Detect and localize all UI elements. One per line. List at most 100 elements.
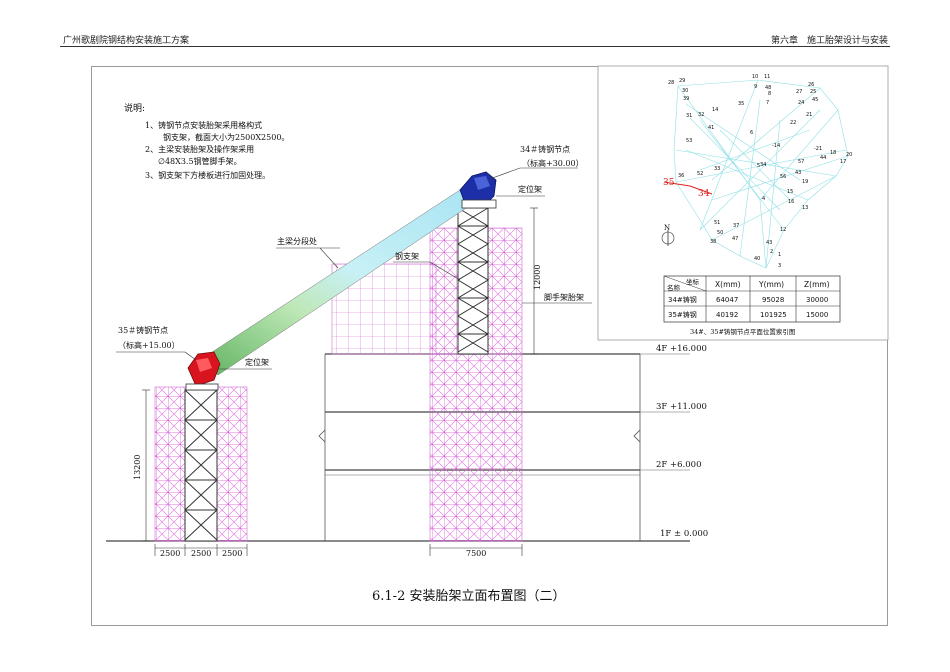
plan-highlight-35: 35 [663, 178, 675, 188]
plan-node-label: -21 [814, 146, 822, 152]
plan-node-label: 19 [802, 179, 808, 185]
plan-node-label: 14 [712, 107, 718, 113]
floor-2f: 2F +6.000 [656, 460, 701, 470]
plan-node-label: 50 [717, 230, 723, 236]
floor-4f: 4F +16.000 [656, 344, 707, 354]
plan-node-label: 22 [790, 120, 796, 126]
plan-node-label: 10 [752, 74, 758, 80]
plan-node-label: 26 [808, 82, 814, 88]
table-corner-top: 坐标 [686, 277, 700, 286]
table-row-1-z: 30000 [806, 296, 828, 304]
node34-elevation: （标高+30.00） [522, 158, 584, 168]
dim-13200: 13200 [133, 455, 142, 480]
steel-support-label: 钢支架 [395, 251, 419, 261]
table-row-2-z: 15000 [806, 311, 828, 319]
beam-segment-label: 主梁分段处 [277, 236, 317, 246]
plan-node-label: 20 [846, 152, 852, 158]
plan-node-label: 21 [806, 112, 812, 118]
plan-node-label: 2 [770, 249, 773, 255]
plan-node-label: 45 [812, 97, 818, 103]
header-left-title: 广州歌剧院钢结构安装施工方案 [63, 36, 190, 46]
plan-node-label: 41 [708, 125, 714, 131]
node35-title: 35＃铸钢节点 [118, 325, 168, 335]
plan-highlight-34: 34 [698, 189, 710, 199]
dim-7500: 7500 [466, 549, 486, 558]
plan-node-label: 24 [798, 100, 804, 106]
floor-labels: 4F +16.000 3F +11.000 2F +6.000 1F ± 0.0… [656, 344, 708, 539]
plan-node-label: 16 [788, 199, 794, 205]
table-row-1-y: 95028 [762, 296, 784, 304]
node35-elevation: （标高+15.00） [118, 340, 180, 350]
plan-node-label: 40 [754, 256, 760, 262]
notes-line-3: 2、主梁安装胎架及操作架采用 [145, 144, 254, 154]
plan-node-label: 9 [754, 84, 757, 90]
header-rule [60, 46, 890, 47]
plan-node-label: 18 [830, 150, 836, 156]
table-header-z: Z(mm) [804, 280, 830, 289]
plan-node-label: 8 [768, 91, 771, 97]
plan-node-label: 43 [766, 240, 772, 246]
plan-node-label: 51 [714, 220, 720, 226]
plan-network [673, 79, 849, 269]
plan-node-label: 29 [679, 78, 685, 84]
plan-node-label: 25 [810, 89, 816, 95]
plan-node-label: 34 [760, 162, 766, 168]
plan-node-label: 44 [820, 155, 826, 161]
plan-node-label: 52 [697, 171, 703, 177]
callouts: 34＃铸钢节点 （标高+30.00） 定位架 主梁分段处 钢支架 脚手架胎架 3… [116, 144, 592, 370]
node34-title: 34＃铸钢节点 [520, 144, 570, 154]
plan-index-caption: 34#、35#铸钢节点平面位置索引图 [690, 327, 795, 336]
plan-node-label: 5 [757, 163, 760, 169]
plan-node-label: 56 [780, 174, 786, 180]
plan-node-label: 12 [780, 227, 786, 233]
plan-node-label: 43 [795, 170, 801, 176]
plan-node-label: 33 [714, 166, 720, 172]
steel-support-right [457, 207, 489, 355]
dim-12000: 12000 [533, 265, 542, 290]
plan-node-label: 1 [778, 252, 781, 258]
plan-node-label: 27 [796, 89, 802, 95]
table-row-2-y: 101925 [760, 311, 787, 319]
dim-2500-c: 2500 [222, 549, 242, 558]
table-row-2-name: 35#铸钢 [668, 310, 697, 319]
figure-title: 6.1-2 安装胎架立面布置图（二） [372, 589, 565, 604]
cast-node-34 [459, 171, 497, 209]
dimensions: 12000 13200 2500 2500 2500 7500 [133, 207, 542, 558]
north-arrow-icon: N [661, 224, 675, 246]
plan-node-label: 11 [764, 74, 770, 80]
plan-node-label: 4 [762, 196, 765, 202]
header-right-chapter: 第六章 施工胎架设计与安装 [770, 36, 888, 46]
plan-node-label: 15 [787, 189, 793, 195]
notes-line-5: 3、钢支架下方楼板进行加固处理。 [145, 170, 270, 180]
floor-1f: 1F ± 0.000 [660, 529, 708, 539]
table-row-1-name: 34#铸钢 [668, 295, 697, 304]
plan-node-label: 28 [668, 80, 674, 86]
plan-node-label: -14 [772, 143, 780, 149]
plan-node-label: 39 [683, 96, 689, 102]
plan-node-label: 30 [682, 88, 688, 94]
dim-2500-a: 2500 [160, 549, 180, 558]
plan-node-label: 38 [710, 239, 716, 245]
scaffold-frame-label: 脚手架胎架 [544, 292, 584, 302]
floor-3f: 3F +11.000 [656, 402, 707, 412]
dim-2500-b: 2500 [191, 549, 211, 558]
plan-node-label: 36 [678, 173, 684, 179]
plan-node-label: 3 [778, 263, 781, 269]
coordinate-table: 坐标 名称 X(mm) Y(mm) Z(mm) 34#铸钢 64047 9502… [663, 275, 841, 323]
north-label: N [664, 224, 670, 232]
plan-node-label: 17 [840, 159, 846, 165]
plan-node-label: 31 [686, 113, 692, 119]
table-corner-bottom: 名称 [667, 283, 681, 292]
plan-node-label: 47 [732, 236, 738, 242]
notes-title: 说明: [124, 102, 145, 114]
plan-node-label: 48 [765, 85, 771, 91]
notes-line-2: 钢支架，截面大小为2500X2500。 [163, 132, 289, 142]
plan-node-label: 7 [766, 100, 769, 106]
table-row-2-x: 40192 [716, 311, 738, 319]
steel-support-left [184, 389, 218, 542]
plan-node-label: 13 [802, 205, 808, 211]
plan-node-label: 57 [798, 159, 804, 165]
table-row-1-x: 64047 [716, 296, 738, 304]
notes-block: 说明: 1、铸钢节点安装胎架采用格构式 钢支架，截面大小为2500X2500。 … [124, 102, 289, 180]
